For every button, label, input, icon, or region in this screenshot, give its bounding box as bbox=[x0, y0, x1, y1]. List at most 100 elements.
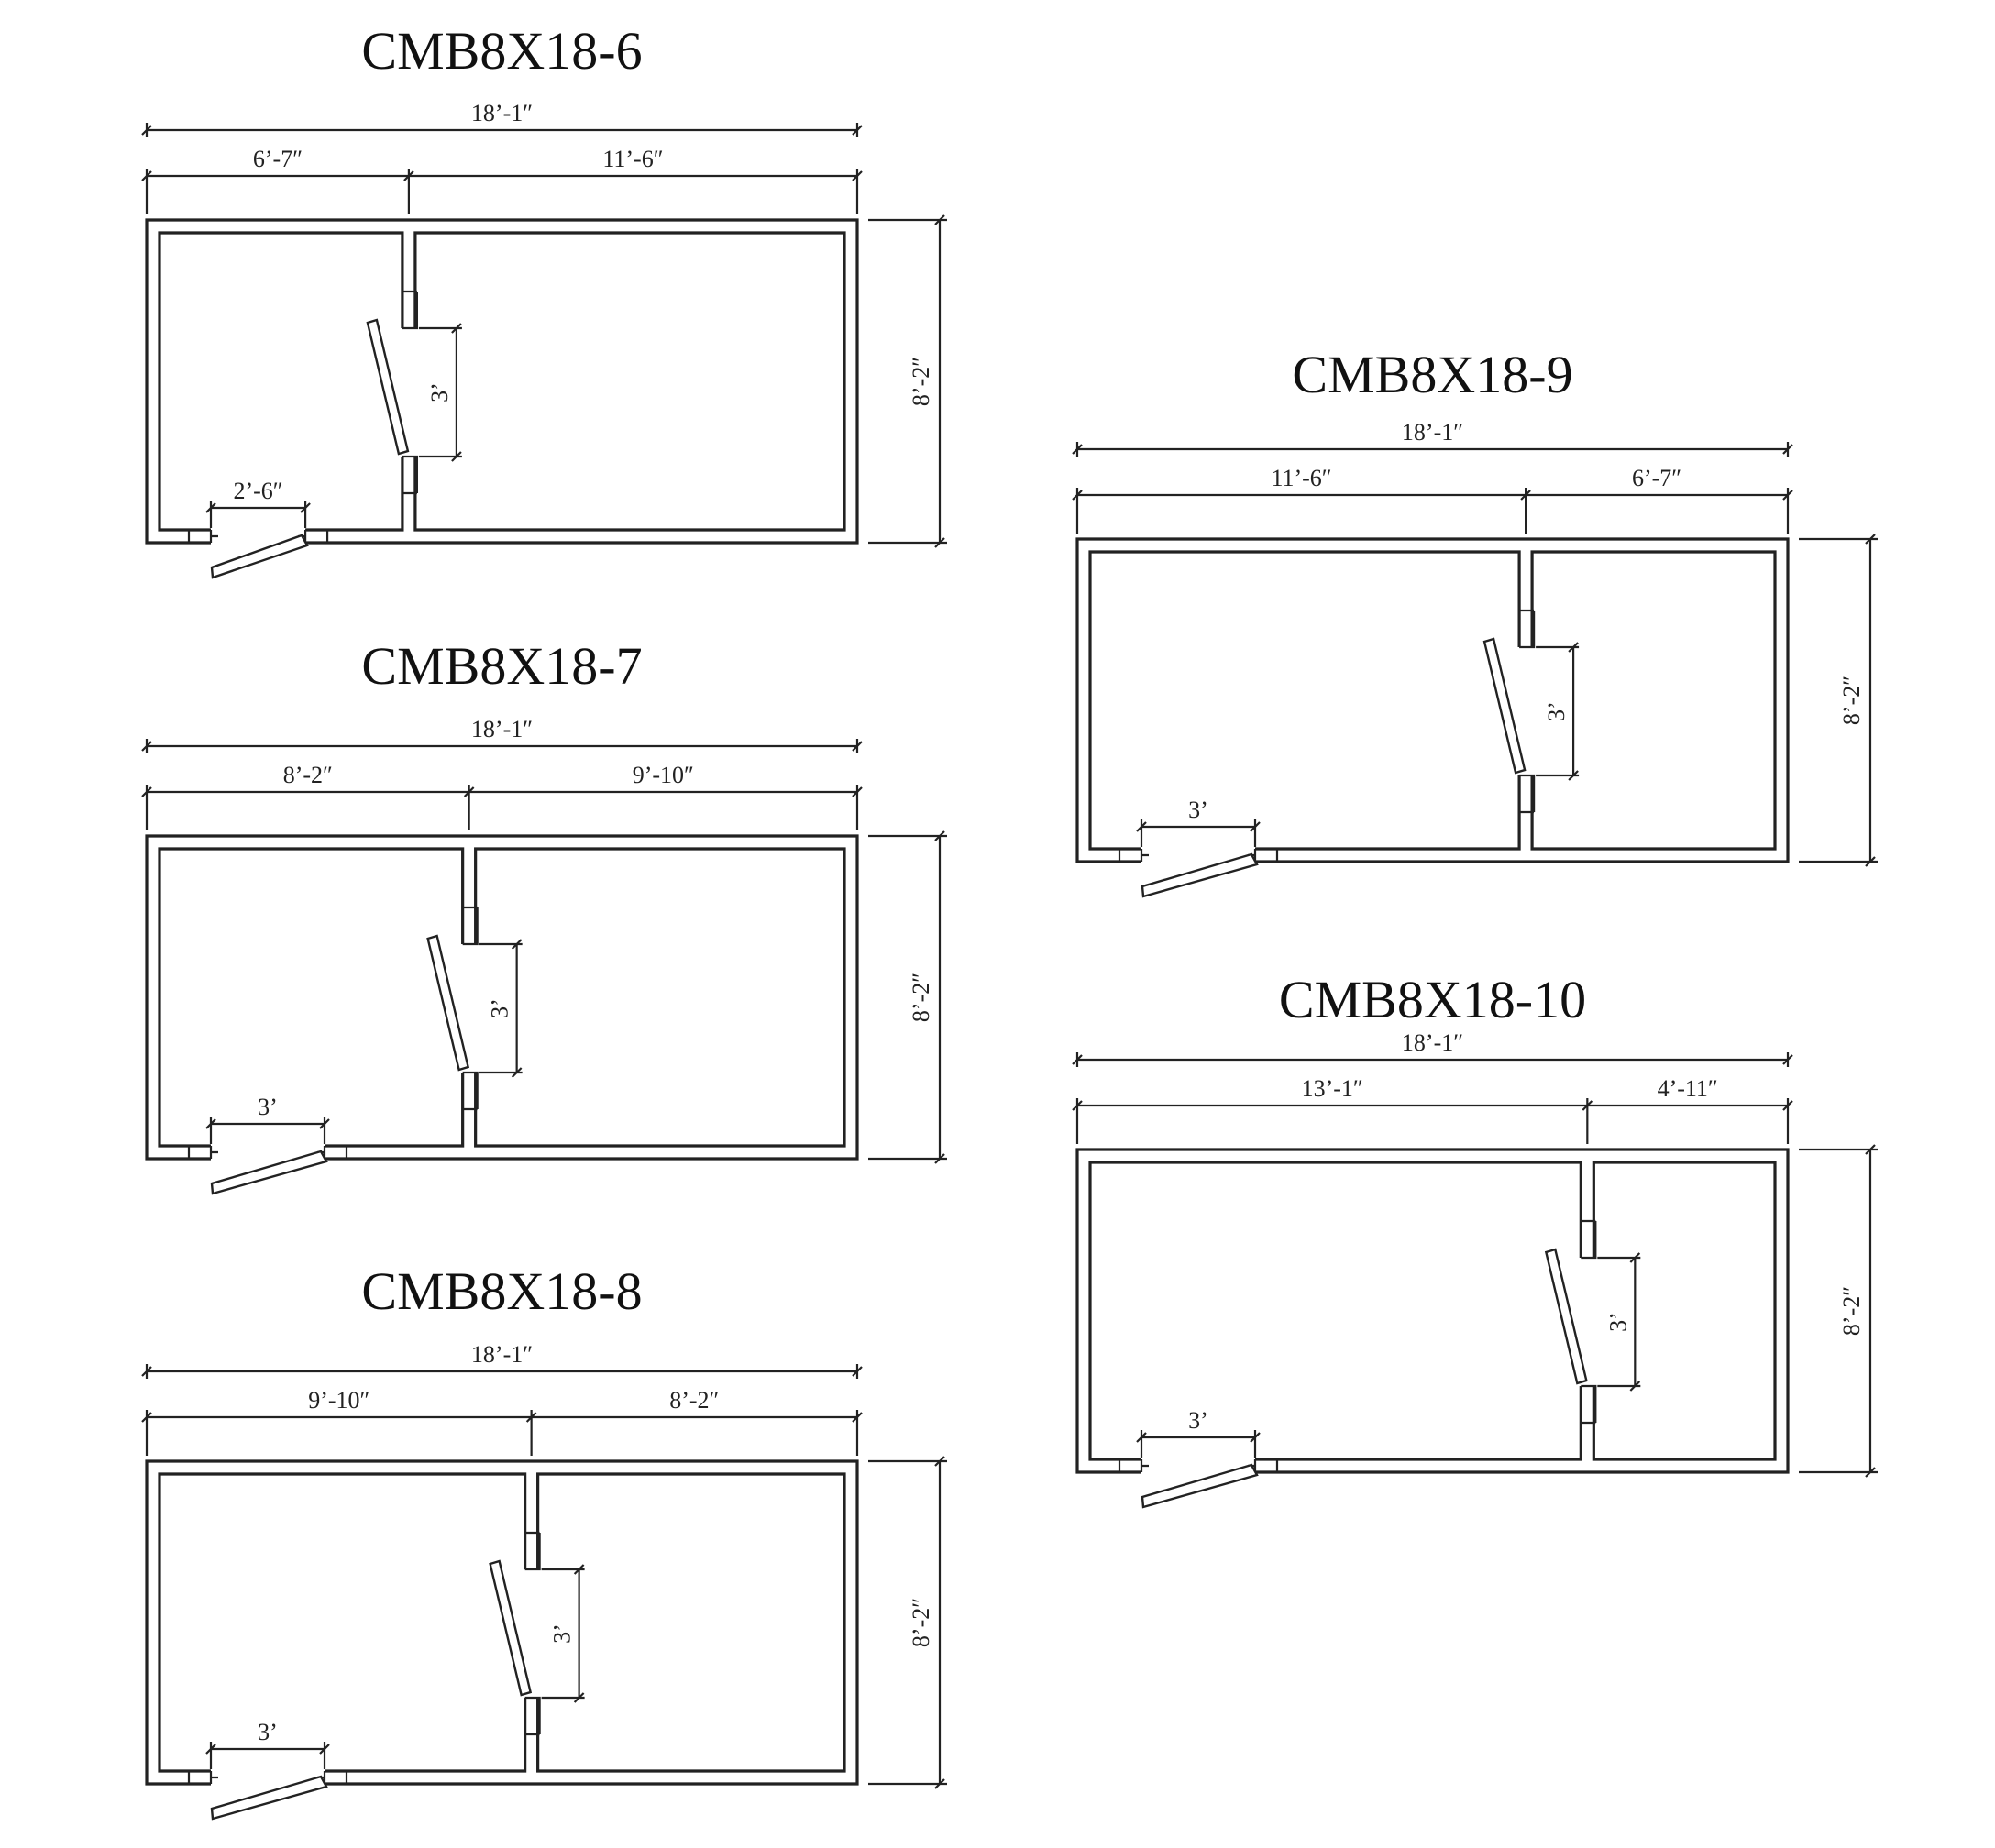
dimension-tick bbox=[141, 1366, 152, 1377]
floor-plan-cmb8x18-9: CMB8X18-918’-1″11’-6″6’-7″8’-2″3’3’ bbox=[1072, 345, 1878, 898]
entry-door-leaf bbox=[210, 1775, 328, 1820]
dimension-tick bbox=[1782, 490, 1793, 500]
plan-title: CMB8X18-8 bbox=[361, 1261, 642, 1321]
dimension-tick bbox=[319, 1744, 330, 1754]
entry-jamb bbox=[187, 530, 218, 543]
dimension-tick bbox=[205, 502, 216, 513]
right-room-width-label: 8’-2″ bbox=[669, 1387, 719, 1414]
depth-label: 8’-2″ bbox=[908, 973, 934, 1022]
left-room-wall bbox=[158, 231, 404, 532]
plan-title: CMB8X18-7 bbox=[361, 636, 642, 696]
dimension-tick bbox=[573, 1564, 585, 1575]
entry-door-leaf bbox=[1141, 852, 1259, 898]
dimension-tick bbox=[1136, 821, 1147, 832]
entry-jamb bbox=[1118, 849, 1149, 862]
dimension-tick bbox=[511, 939, 523, 950]
dimension-tick bbox=[934, 1456, 945, 1467]
exterior-wall bbox=[145, 1459, 859, 1786]
dimension-tick bbox=[1072, 1054, 1083, 1065]
dimension-tick bbox=[451, 451, 462, 462]
dimension-tick bbox=[573, 1692, 585, 1703]
left-room-width-label: 6’-7″ bbox=[253, 146, 303, 172]
partition-door-label: 3’ bbox=[1543, 701, 1570, 721]
dimension-tick bbox=[463, 786, 475, 798]
dimension-tick bbox=[934, 1153, 945, 1164]
dimension-tick bbox=[141, 170, 152, 182]
dimension-tick bbox=[1250, 1432, 1261, 1443]
entry-jamb bbox=[187, 1771, 218, 1784]
depth-label: 8’-2″ bbox=[908, 357, 934, 406]
dimension-tick bbox=[525, 1412, 537, 1423]
right-room-wall bbox=[536, 1472, 846, 1773]
partition-door-leaf bbox=[1482, 637, 1527, 775]
dimension-tick bbox=[1782, 444, 1793, 455]
dimension-tick bbox=[852, 125, 863, 136]
partition-door-leaf bbox=[426, 934, 470, 1072]
dimension-tick bbox=[1865, 534, 1876, 544]
exterior-wall bbox=[1075, 537, 1790, 864]
overall-width-label: 18’-1″ bbox=[471, 1341, 533, 1368]
dimension-tick bbox=[1629, 1380, 1641, 1392]
partition-door-leaf bbox=[489, 1559, 533, 1697]
partition-jamb bbox=[1581, 1384, 1597, 1424]
dimension-tick bbox=[934, 537, 945, 548]
plan-title: CMB8X18-9 bbox=[1292, 345, 1572, 404]
overall-width-label: 18’-1″ bbox=[471, 100, 533, 126]
partition-jamb bbox=[524, 1696, 541, 1736]
dimension-tick bbox=[1865, 1144, 1876, 1155]
partition-door-leaf bbox=[1544, 1248, 1588, 1385]
entry-door-leaf bbox=[210, 1150, 328, 1195]
overall-width-label: 18’-1″ bbox=[471, 716, 533, 742]
left-room-width-label: 9’-10″ bbox=[308, 1387, 369, 1414]
dimension-tick bbox=[403, 170, 414, 182]
dimension-tick bbox=[141, 786, 152, 798]
left-room-width-label: 8’-2″ bbox=[283, 762, 333, 788]
dimension-tick bbox=[205, 1744, 216, 1754]
right-room-width-label: 4’-11″ bbox=[1658, 1075, 1718, 1102]
depth-label: 8’-2″ bbox=[1838, 1286, 1865, 1336]
dimension-tick bbox=[1782, 1054, 1793, 1065]
exterior-wall bbox=[145, 218, 859, 544]
dimension-tick bbox=[205, 1118, 216, 1129]
dimension-tick bbox=[141, 125, 152, 136]
dimension-tick bbox=[852, 1366, 863, 1377]
partition-door-label: 3’ bbox=[426, 382, 453, 402]
left-room-wall bbox=[158, 1472, 527, 1773]
dimension-tick bbox=[511, 1067, 523, 1078]
dimension-tick bbox=[1520, 490, 1531, 500]
dimension-tick bbox=[451, 323, 462, 334]
entry-jamb bbox=[1118, 1459, 1149, 1472]
partition-jamb bbox=[462, 906, 479, 946]
exterior-wall bbox=[145, 834, 859, 1160]
dimension-tick bbox=[1865, 1467, 1876, 1478]
overall-width-label: 18’-1″ bbox=[1402, 1029, 1463, 1056]
partition-jamb bbox=[402, 455, 419, 495]
dimension-tick bbox=[1865, 856, 1876, 867]
depth-label: 8’-2″ bbox=[1838, 676, 1865, 725]
entry-jamb bbox=[187, 1146, 218, 1159]
dimension-tick bbox=[1582, 1100, 1593, 1111]
dimension-tick bbox=[1072, 444, 1083, 455]
depth-label: 8’-2″ bbox=[908, 1598, 934, 1647]
right-room-wall bbox=[1592, 1160, 1777, 1461]
dimension-tick bbox=[1782, 1100, 1793, 1111]
dimension-tick bbox=[934, 830, 945, 842]
right-room-width-label: 11’-6″ bbox=[602, 146, 663, 172]
dimension-tick bbox=[1072, 490, 1083, 500]
entry-door-label: 2’-6″ bbox=[233, 478, 282, 504]
left-room-width-label: 13’-1″ bbox=[1302, 1075, 1363, 1102]
dimension-tick bbox=[141, 1412, 152, 1423]
dimension-tick bbox=[1250, 821, 1261, 832]
dimension-tick bbox=[1136, 1432, 1147, 1443]
entry-door-label: 3’ bbox=[258, 1719, 278, 1745]
right-room-wall bbox=[413, 231, 846, 532]
dimension-tick bbox=[852, 786, 863, 798]
dimension-tick bbox=[1072, 1100, 1083, 1111]
right-room-wall bbox=[1530, 550, 1777, 851]
left-room-wall bbox=[158, 847, 465, 1148]
dimension-tick bbox=[141, 741, 152, 752]
dimension-tick bbox=[1568, 770, 1579, 781]
dimension-tick bbox=[1629, 1252, 1641, 1263]
